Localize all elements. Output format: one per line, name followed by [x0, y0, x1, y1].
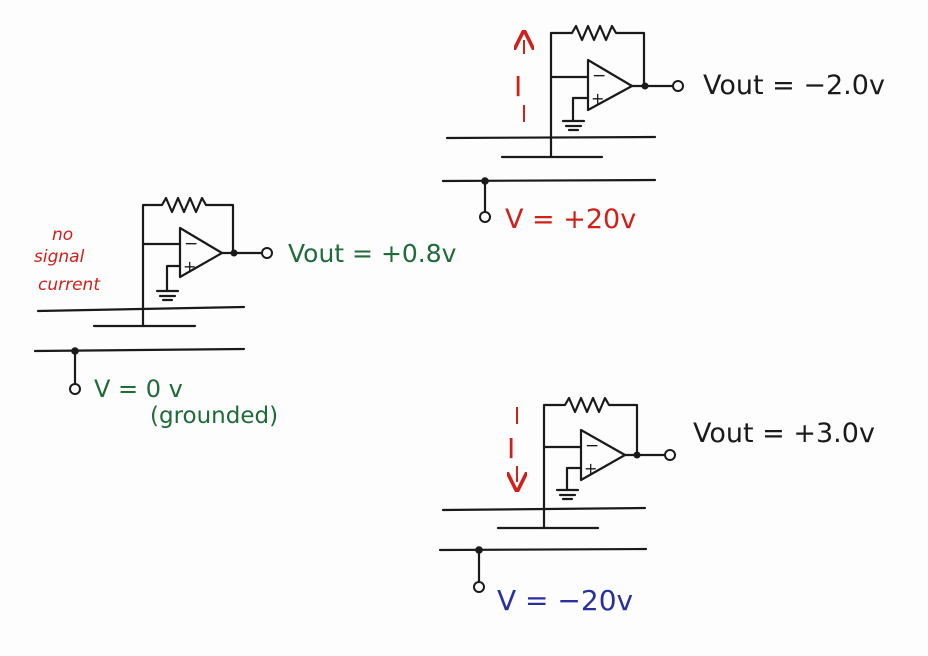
current-label: I [514, 70, 522, 103]
lower-plate [438, 547, 648, 552]
minus-sign: − [592, 66, 606, 86]
upper-plate [445, 135, 657, 140]
lower-plate [441, 178, 657, 183]
op-amp-triangle [586, 58, 634, 112]
current-label: I [507, 432, 515, 465]
lower-plate [33, 347, 246, 353]
vout-label: Vout = +0.8v [288, 239, 457, 268]
plate-terminal [479, 211, 491, 223]
feedback-wire [549, 24, 646, 159]
output-node [641, 82, 649, 90]
voltage-label: V = +20v [505, 204, 636, 235]
output-terminal [261, 247, 273, 259]
feedback-wire [542, 396, 639, 530]
plus-sign: + [591, 89, 604, 108]
plus-sign: + [584, 459, 597, 478]
ground-wire [565, 466, 583, 492]
plus-sign: + [183, 257, 196, 276]
ground-wire [571, 96, 590, 123]
upper-plate [441, 506, 647, 512]
circuit-left: − + no signal current Vout = +0.8v V = 0… [33, 196, 457, 429]
plate-terminal [473, 581, 485, 593]
grounded-label: (grounded) [150, 403, 278, 429]
circuit-top: − + I Vout = −2.0v V = +20v [441, 24, 885, 235]
minus-sign: − [184, 234, 198, 254]
minus-sign: − [585, 436, 599, 456]
output-node [633, 451, 641, 459]
circuit-bottom: − + I Vout = +3.0v V = −20v [438, 396, 875, 617]
op-amp-triangle [579, 428, 627, 482]
feedback-wire [141, 196, 235, 327]
op-amp-triangle [178, 226, 224, 279]
plate-terminal [69, 383, 81, 395]
vout-label: Vout = +3.0v [693, 418, 875, 449]
ground-wire [165, 264, 182, 293]
voltage-label: V = −20v [497, 584, 633, 617]
no-signal-note: no signal current [34, 225, 101, 295]
vout-label: Vout = −2.0v [703, 70, 885, 101]
voltage-label: V = 0 v [94, 375, 183, 403]
output-node [230, 249, 238, 257]
output-terminal [672, 80, 684, 92]
upper-plate-left [36, 305, 246, 313]
output-terminal [664, 449, 676, 461]
